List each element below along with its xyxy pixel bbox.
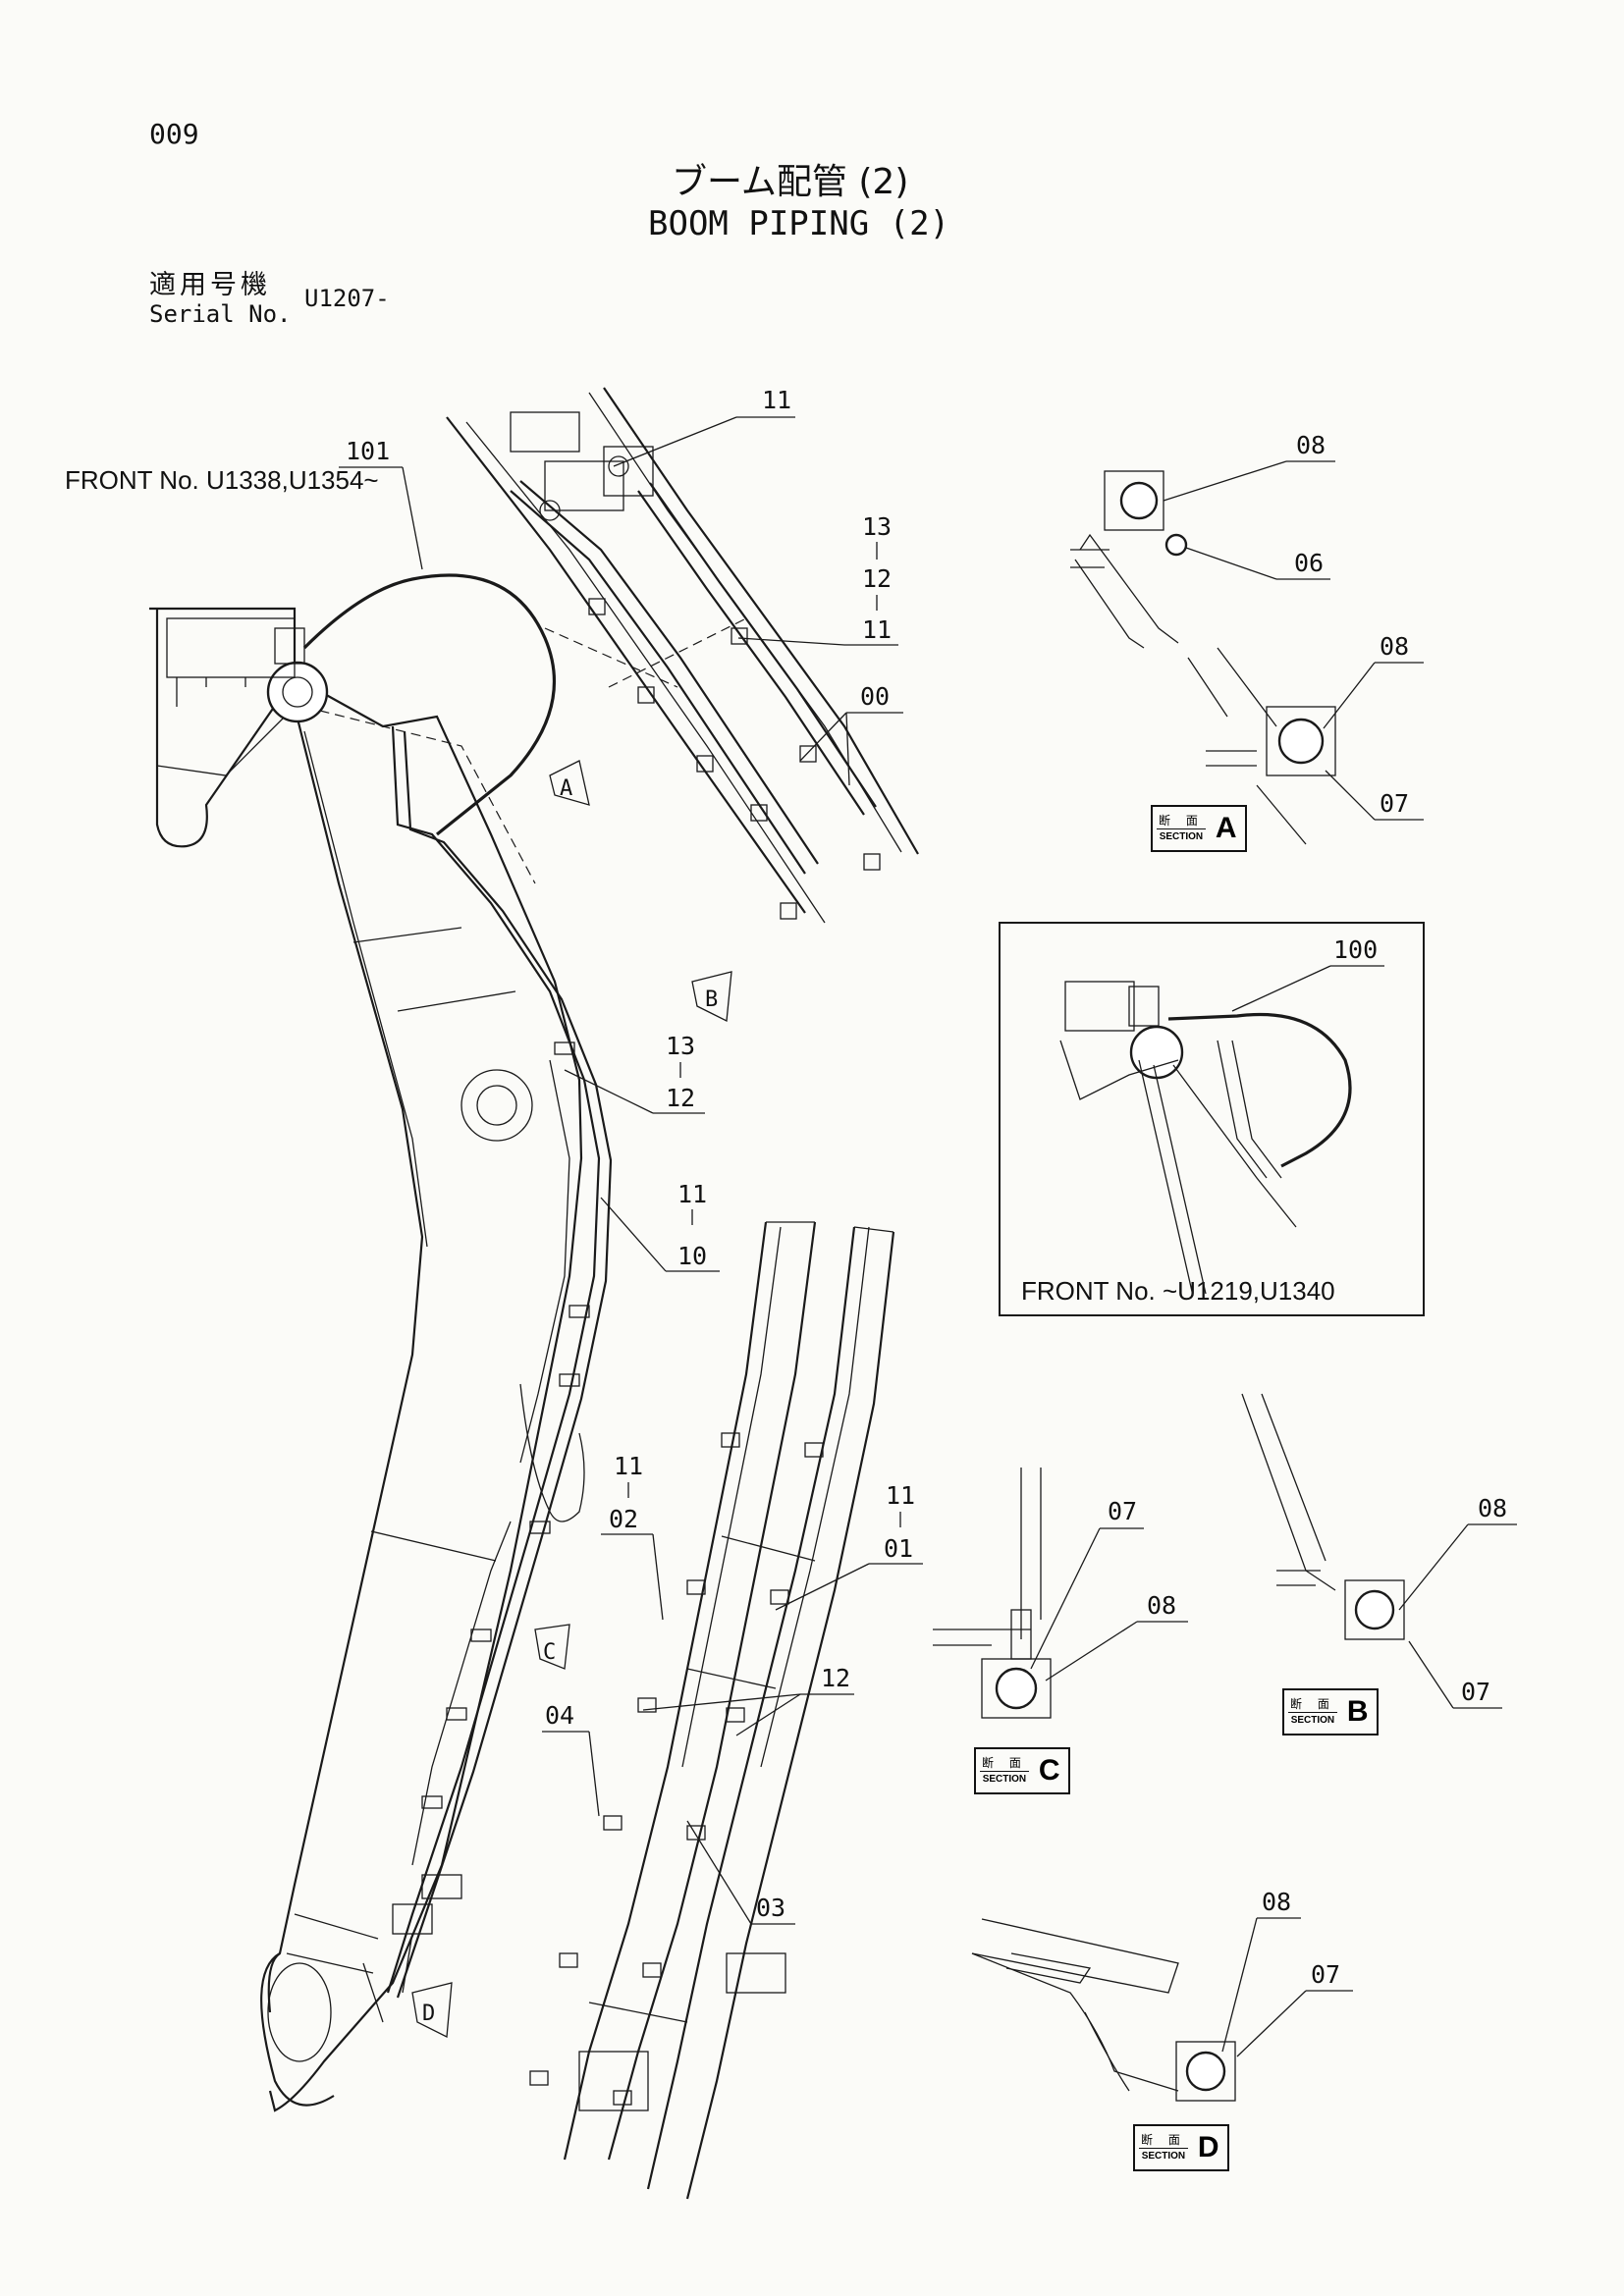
callout-sec-d-08: 08 bbox=[1221, 1888, 1301, 2053]
title-english: BOOM PIPING (2) bbox=[648, 204, 950, 243]
svg-text:06: 06 bbox=[1294, 549, 1324, 577]
svg-text:13: 13 bbox=[862, 512, 892, 541]
detail-top-piping bbox=[446, 387, 919, 924]
svg-text:100: 100 bbox=[1333, 935, 1378, 964]
callout-00: 00 bbox=[799, 682, 903, 786]
serial-value: U1207- bbox=[304, 285, 390, 312]
callout-sec-c-07: 07 bbox=[1030, 1497, 1144, 1670]
callout-sec-a2-08: 08 bbox=[1323, 632, 1424, 729]
section-d bbox=[971, 1918, 1236, 2102]
svg-text:11: 11 bbox=[677, 1180, 707, 1208]
svg-text:12: 12 bbox=[862, 564, 892, 593]
callout-sec-a2-07: 07 bbox=[1325, 770, 1424, 821]
callout-11-10: 11 10 bbox=[600, 1180, 720, 1272]
callout-11-top: 11 bbox=[613, 386, 795, 467]
callout-101: 101 bbox=[339, 437, 423, 570]
svg-text:08: 08 bbox=[1147, 1591, 1176, 1620]
callout-sec-d-07: 07 bbox=[1236, 1960, 1353, 2057]
title-japanese: ブーム配管 (2) bbox=[672, 162, 909, 202]
callout-sec-b-07: 07 bbox=[1408, 1640, 1502, 1709]
callout-11-02: 11 02 bbox=[601, 1452, 664, 1621]
svg-text:01: 01 bbox=[884, 1534, 913, 1563]
svg-text:B: B bbox=[705, 988, 718, 1012]
svg-text:08: 08 bbox=[1296, 431, 1326, 459]
svg-text:08: 08 bbox=[1380, 632, 1409, 661]
callout-04: 04 bbox=[542, 1701, 600, 1817]
callout-11-01: 11 01 bbox=[775, 1481, 923, 1611]
serial-label-en: Serial No. bbox=[149, 300, 292, 328]
svg-text:D: D bbox=[422, 2002, 435, 2026]
section-a-lower bbox=[1187, 647, 1336, 845]
callout-sec-a-06: 06 bbox=[1185, 547, 1330, 580]
callout-sec-a-08: 08 bbox=[1163, 431, 1335, 502]
svg-text:11: 11 bbox=[862, 615, 892, 644]
svg-text:03: 03 bbox=[756, 1894, 785, 1922]
svg-text:08: 08 bbox=[1262, 1888, 1291, 1916]
svg-text:10: 10 bbox=[677, 1242, 707, 1270]
svg-text:11: 11 bbox=[614, 1452, 643, 1480]
svg-text:C: C bbox=[543, 1640, 556, 1665]
svg-text:A: A bbox=[560, 776, 572, 801]
inset-hose-100 bbox=[999, 922, 1425, 1316]
svg-text:11: 11 bbox=[762, 386, 791, 414]
detail-lower-piping bbox=[529, 1221, 895, 2200]
boom-pipes bbox=[302, 573, 613, 2023]
svg-text:13: 13 bbox=[666, 1032, 695, 1060]
svg-text:07: 07 bbox=[1461, 1678, 1490, 1706]
callout-sec-c-08: 08 bbox=[1045, 1591, 1188, 1682]
svg-text:12: 12 bbox=[666, 1084, 695, 1112]
svg-text:00: 00 bbox=[860, 682, 890, 711]
svg-text:02: 02 bbox=[609, 1505, 638, 1533]
callout-100: 100 bbox=[1231, 935, 1384, 1012]
callout-03: 03 bbox=[686, 1820, 795, 1925]
callout-12: 12 bbox=[642, 1664, 854, 1736]
svg-text:11: 11 bbox=[886, 1481, 915, 1510]
serial-label-jp: 適用号機 bbox=[149, 270, 271, 300]
svg-text:07: 07 bbox=[1380, 789, 1409, 818]
section-c bbox=[933, 1468, 1052, 1719]
callout-sec-b-08: 08 bbox=[1398, 1494, 1517, 1611]
svg-text:04: 04 bbox=[545, 1701, 574, 1730]
section-b bbox=[1241, 1393, 1405, 1640]
view-marker-c: C bbox=[534, 1624, 570, 1670]
front-note-101: FRONT No. U1338,U1354~ bbox=[65, 465, 379, 495]
svg-text:07: 07 bbox=[1108, 1497, 1137, 1525]
callout-13-12-11: 13 12 11 bbox=[737, 512, 898, 646]
svg-text:12: 12 bbox=[821, 1664, 850, 1692]
view-marker-d: D bbox=[411, 1982, 453, 2039]
svg-text:08: 08 bbox=[1478, 1494, 1507, 1522]
front-note-100: FRONT No. ~U1219,U1340 bbox=[1021, 1276, 1335, 1306]
svg-text:07: 07 bbox=[1311, 1960, 1340, 1989]
section-a-upper bbox=[1070, 470, 1188, 649]
boom-outline bbox=[149, 607, 583, 2112]
view-marker-a: A bbox=[549, 760, 590, 806]
page-number: 009 bbox=[149, 118, 199, 150]
view-marker-b: B bbox=[691, 971, 732, 1023]
svg-text:101: 101 bbox=[346, 437, 390, 465]
callout-13-12: 13 12 bbox=[564, 1032, 705, 1114]
